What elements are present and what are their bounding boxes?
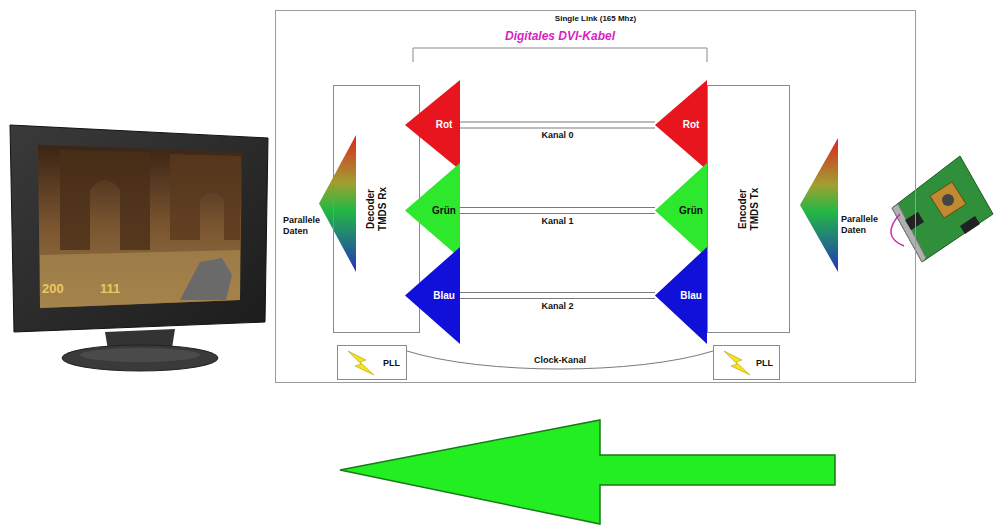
- node-text: Grün: [679, 205, 703, 217]
- channel-line: [460, 293, 655, 299]
- cable-bracket: [413, 48, 707, 62]
- direction-arrow: [340, 420, 835, 524]
- channel-triangle: Rot: [655, 80, 707, 170]
- channel-label: Kanal 1: [539, 216, 575, 227]
- triangle-outline: [319, 135, 356, 272]
- triangle-outline: [800, 138, 838, 272]
- triangle-shape: [283, 135, 356, 272]
- channel-line: [460, 122, 655, 128]
- triangle-outline: [655, 163, 707, 258]
- node-text: Decoder TMDS Rx: [365, 179, 389, 239]
- channel-label: Clock-Kanal: [532, 355, 588, 366]
- clock-line: [407, 351, 713, 369]
- lightning-symbol: [348, 351, 374, 375]
- channel-triangle: Blau: [405, 247, 460, 344]
- node-text: Parallele Daten: [841, 214, 886, 236]
- channel-line: [460, 208, 655, 214]
- node-text: Single Link (165 Mhz): [276, 14, 915, 24]
- triangle-outline: [655, 80, 707, 170]
- hud-number: 200: [42, 281, 64, 297]
- parallel-data: Parallele Daten: [283, 135, 356, 272]
- link-frame: Single Link (165 Mhz) Parallele Daten Deco…: [275, 10, 916, 383]
- encoder-box: Encoder TMDS Tx: [707, 85, 790, 333]
- lightning-symbol: [724, 351, 750, 375]
- triangle-outline: [655, 247, 707, 344]
- node-text: Grün: [432, 205, 456, 217]
- channel-triangle: Grün: [405, 163, 460, 258]
- channel-triangle: Rot: [405, 80, 460, 170]
- hud-number: 111: [100, 281, 120, 297]
- node-text: Encoder TMDS Tx: [737, 179, 761, 239]
- graphics-card-illustration: [891, 156, 993, 262]
- node-text: PLL: [756, 357, 773, 368]
- channel-label: Kanal 2: [539, 301, 575, 312]
- monitor-illustration: [10, 125, 268, 371]
- channel-label: Kanal 0: [539, 130, 575, 141]
- triangle-outline: [405, 80, 460, 170]
- node-text: PLL: [383, 357, 400, 368]
- triangle-outline: [405, 247, 460, 344]
- triangle-shape: [800, 138, 886, 272]
- node-text: Rot: [683, 119, 700, 131]
- cable-label: Digitales DVI-Kabel: [505, 29, 615, 43]
- channel-triangle: Blau: [655, 247, 707, 344]
- node-text: Parallele Daten: [283, 215, 329, 237]
- node-text: Blau: [680, 290, 702, 302]
- channel-triangle: Grün: [655, 163, 707, 258]
- node-text: Rot: [436, 119, 453, 131]
- parallel-data: Parallele Daten: [800, 138, 886, 272]
- pll-box: PLL: [337, 345, 407, 380]
- triangle-outline: [405, 163, 460, 258]
- node-text: Blau: [433, 290, 455, 302]
- pll-box: PLL: [713, 345, 780, 380]
